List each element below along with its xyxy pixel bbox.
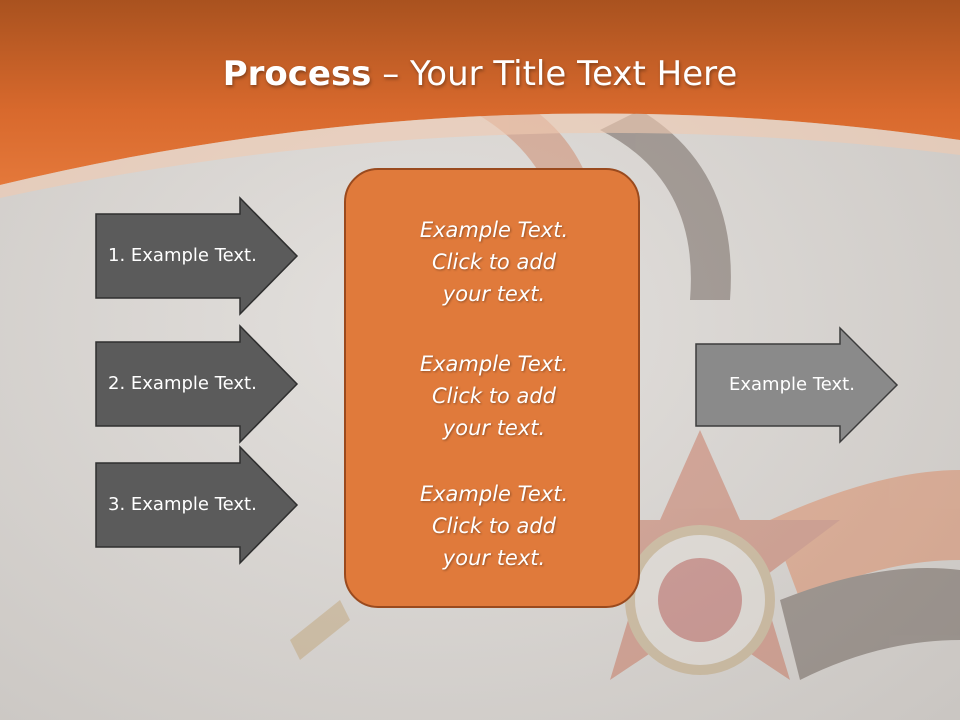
center-paragraph-2: Example Text. Click to add your text.: [346, 348, 642, 444]
title-bold: Process: [222, 54, 372, 94]
paragraph-line: Example Text.: [419, 482, 569, 506]
center-text-box[interactable]: Example Text. Click to add your text. Ex…: [344, 168, 640, 608]
center-paragraph-1: Example Text. Click to add your text.: [346, 214, 642, 310]
paragraph-line: your text.: [442, 546, 546, 570]
center-paragraph-3: Example Text. Click to add your text.: [346, 478, 642, 574]
right-arrow-label[interactable]: Example Text.: [729, 374, 855, 395]
right-arrow-shape: [695, 326, 899, 444]
left-arrow-3-label[interactable]: 3. Example Text.: [108, 494, 257, 515]
left-arrow-2-label[interactable]: 2. Example Text.: [108, 373, 257, 394]
left-arrow-1-label[interactable]: 1. Example Text.: [108, 245, 257, 266]
paragraph-line: Click to add: [431, 514, 556, 538]
paragraph-line: your text.: [442, 416, 546, 440]
paragraph-line: Example Text.: [419, 352, 569, 376]
medal-photo-background: [290, 100, 960, 680]
left-arrow-shapes: [95, 196, 299, 565]
paragraph-line: Example Text.: [419, 218, 569, 242]
paragraph-line: Click to add: [431, 384, 556, 408]
title-rest: – Your Title Text Here: [371, 54, 738, 94]
slide-title[interactable]: Process – Your Title Text Here: [0, 52, 960, 96]
paragraph-line: Click to add: [431, 250, 556, 274]
paragraph-line: your text.: [442, 282, 546, 306]
